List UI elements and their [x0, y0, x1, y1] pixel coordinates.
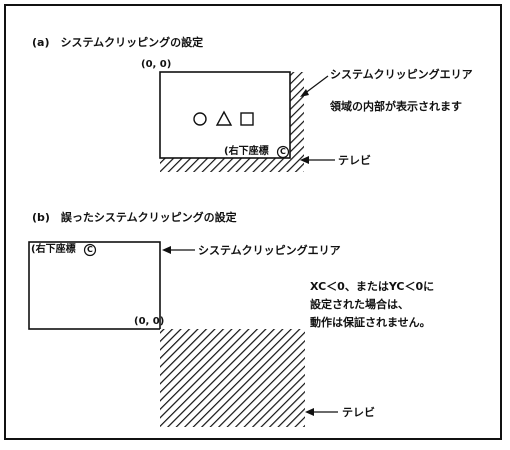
warning-note-line-2: 設定された場合は、 [310, 298, 409, 311]
warning-note-line-3: 動作は保証されません。 [310, 316, 431, 329]
section-b-title: (b) 誤ったシステムクリッピングの設定 [32, 211, 237, 224]
triangle-shape [215, 110, 233, 126]
circled-c-ring-b [83, 243, 97, 257]
arrow-line-clip-a [303, 75, 329, 95]
circled-c-letter-a: C [280, 147, 286, 156]
inside-note: 領域の内部が表示されます [330, 100, 462, 113]
clip-area-box-b [28, 241, 161, 330]
arrowhead-tv-a [300, 156, 309, 164]
origin-label-b: (0, 0) [134, 316, 165, 327]
section-a-title: (a) システムクリッピングの設定 [32, 36, 204, 49]
warning-note-line-1: XC＜0、またはYC＜0に [310, 280, 435, 293]
arrowhead-clip-a [300, 89, 309, 97]
origin-label-a: (0, 0) [141, 59, 172, 70]
tv-label-a: テレビ [338, 154, 371, 167]
bottom-right-label-b: (右下座標 [31, 244, 76, 255]
clip-area-label-a: システムクリッピングエリア [330, 68, 473, 81]
bottom-right-label-a: (右下座標 [224, 146, 269, 157]
tv-hatch-bottom-a [160, 158, 304, 172]
circled-c-ring-a [276, 145, 290, 159]
tv-hatch-b [160, 329, 305, 427]
circled-c-letter-b: C [87, 245, 93, 254]
arrowhead-tv-b [305, 408, 314, 416]
clip-area-label-b: システムクリッピングエリア [198, 244, 341, 257]
square-shape [240, 112, 254, 126]
tv-label-b: テレビ [342, 406, 375, 419]
arrowhead-clip-b [162, 246, 171, 254]
circle-shape [193, 112, 207, 126]
tv-hatch-right-a [290, 72, 304, 172]
